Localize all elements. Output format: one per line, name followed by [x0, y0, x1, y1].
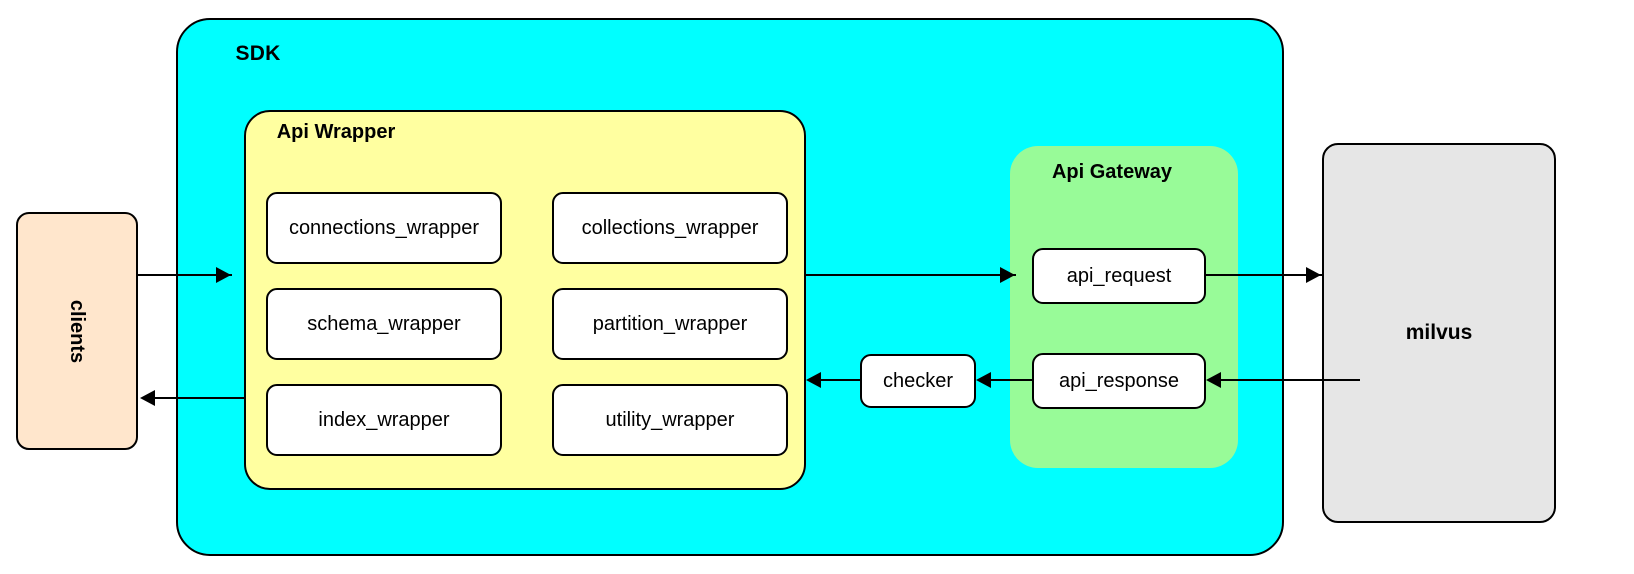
schema-wrapper-box[interactable]: schema_wrapper — [266, 288, 502, 360]
schema-wrapper-label: schema_wrapper — [307, 312, 461, 335]
edge-api-wrapper-to-clients — [148, 397, 246, 399]
utility-wrapper-box[interactable]: utility_wrapper — [552, 384, 788, 456]
api-response-box[interactable]: api_response — [1032, 353, 1206, 409]
api-request-label: api_request — [1066, 264, 1172, 287]
index-wrapper-box[interactable]: index_wrapper — [266, 384, 502, 456]
partition-wrapper-label: partition_wrapper — [592, 312, 748, 335]
clients-node[interactable]: clients — [16, 212, 138, 450]
edge-api-request-to-milvus — [1206, 274, 1322, 276]
edge-clients-to-api-wrapper — [138, 274, 232, 276]
arrowhead-api-response-to-checker — [976, 372, 991, 388]
milvus-label: milvus — [1405, 321, 1473, 344]
api-request-box[interactable]: api_request — [1032, 248, 1206, 304]
collections-wrapper-label: collections_wrapper — [581, 216, 759, 239]
arrowhead-milvus-to-api-response — [1206, 372, 1221, 388]
arrowhead-api-wrapper-to-clients — [140, 390, 155, 406]
connections-wrapper-label: connections_wrapper — [288, 216, 480, 239]
checker-label: checker — [882, 369, 954, 392]
utility-wrapper-label: utility_wrapper — [605, 408, 735, 431]
arrowhead-api-request-to-milvus — [1306, 267, 1321, 283]
connections-wrapper-box[interactable]: connections_wrapper — [266, 192, 502, 264]
edge-milvus-to-api-response — [1212, 379, 1360, 381]
edge-checker-to-api-wrapper — [816, 379, 860, 381]
arrowhead-api-wrapper-to-api-request — [1000, 267, 1015, 283]
checker-node[interactable]: checker — [860, 354, 976, 408]
collections-wrapper-box[interactable]: collections_wrapper — [552, 192, 788, 264]
api-gateway-container[interactable]: Api Gateway — [1010, 146, 1238, 468]
sdk-label: SDK — [235, 42, 281, 65]
api-gateway-label: Api Gateway — [1051, 161, 1173, 183]
arrowhead-checker-to-api-wrapper — [806, 372, 821, 388]
index-wrapper-label: index_wrapper — [318, 408, 450, 431]
arrowhead-clients-to-api-wrapper — [216, 267, 231, 283]
api-wrapper-label: Api Wrapper — [276, 121, 396, 143]
edge-api-response-to-checker — [984, 379, 1032, 381]
clients-label: clients — [66, 299, 89, 363]
partition-wrapper-box[interactable]: partition_wrapper — [552, 288, 788, 360]
edge-api-wrapper-to-api-request — [804, 274, 1016, 276]
api-response-label: api_response — [1058, 369, 1180, 392]
milvus-node[interactable]: milvus — [1322, 143, 1556, 523]
